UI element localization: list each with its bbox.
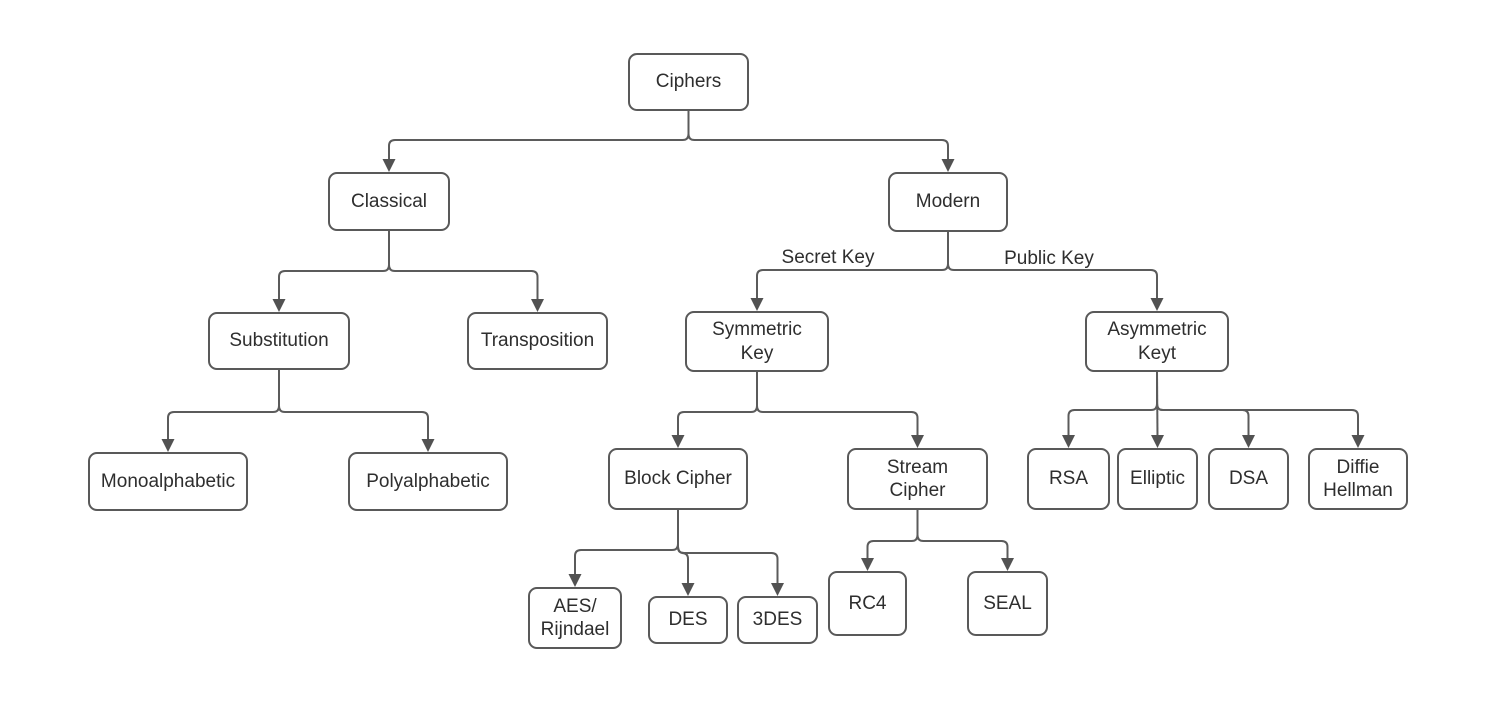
node-block-cipher: Block Cipher [608, 448, 748, 510]
edge-connector-ciphers-to-modern [687, 111, 949, 161]
node-aes-rijndael: AES/ Rijndael [528, 587, 622, 649]
node-des: DES [648, 596, 728, 644]
node-diffie-hellman: Diffie Hellman [1308, 448, 1408, 510]
arrowhead-icon-des [681, 583, 695, 596]
arrowhead-icon-substitution [272, 299, 286, 312]
arrowhead-icon-seal [1001, 558, 1014, 571]
node-3des: 3DES [737, 596, 818, 644]
arrowhead-icon-symmetric-key [750, 298, 764, 311]
edge-connector-substitution-to-monoalphabetic [167, 370, 280, 441]
edge-connector-block-cipher-to-3des [677, 510, 779, 585]
edge-connector-stream-cipher-to-rc4 [866, 510, 919, 560]
arrowhead-icon-rsa [1062, 435, 1075, 448]
node-modern: Modern [888, 172, 1008, 232]
edge-connector-asymmetric-keyt-to-rsa [1067, 372, 1158, 437]
arrowhead-icon-aes-rijndael [568, 574, 582, 587]
node-symmetric-key: Symmetric Key [685, 311, 829, 372]
edge-connector-classical-to-transposition [388, 231, 539, 301]
arrowhead-icon-block-cipher [671, 435, 685, 448]
node-stream-cipher: Stream Cipher [847, 448, 988, 510]
node-asymmetric-keyt: Asymmetric Keyt [1085, 311, 1229, 372]
edge-connector-substitution-to-polyalphabetic [278, 370, 429, 441]
edge-connector-block-cipher-to-des [677, 510, 689, 585]
edge-label-asymmetric-keyt: Public Key [1004, 248, 1094, 269]
edge-connector-asymmetric-keyt-to-dsa [1156, 372, 1250, 437]
arrowhead-icon-3des [771, 583, 784, 596]
edge-connector-block-cipher-to-aes-rijndael [574, 510, 679, 576]
edge-connector-modern-to-asymmetric-keyt [947, 232, 1158, 300]
arrowhead-icon-classical [382, 159, 396, 172]
edge-connector-symmetric-key-to-stream-cipher [756, 372, 919, 437]
node-rsa: RSA [1027, 448, 1110, 510]
arrowhead-icon-polyalphabetic [421, 439, 435, 452]
arrowhead-icon-elliptic [1151, 435, 1164, 448]
node-ciphers: Ciphers [628, 53, 749, 111]
node-elliptic: Elliptic [1117, 448, 1198, 510]
arrowhead-icon-modern [941, 159, 955, 172]
arrowhead-icon-asymmetric-keyt [1150, 298, 1164, 311]
node-rc4: RC4 [828, 571, 907, 636]
edge-connector-asymmetric-keyt-to-diffie-hellman [1156, 372, 1359, 437]
arrowhead-icon-stream-cipher [911, 435, 924, 448]
edge-connector-symmetric-key-to-block-cipher [677, 372, 758, 437]
node-substitution: Substitution [208, 312, 350, 370]
arrowhead-icon-monoalphabetic [161, 439, 175, 452]
arrowhead-icon-dsa [1242, 435, 1255, 448]
arrowhead-icon-transposition [531, 299, 544, 312]
node-transposition: Transposition [467, 312, 608, 370]
node-seal: SEAL [967, 571, 1048, 636]
arrowhead-icon-diffie-hellman [1351, 435, 1365, 448]
node-classical: Classical [328, 172, 450, 231]
node-dsa: DSA [1208, 448, 1289, 510]
edge-connector-ciphers-to-classical [388, 111, 690, 161]
edge-connector-stream-cipher-to-seal [916, 510, 1009, 560]
arrowhead-icon-rc4 [861, 558, 874, 571]
node-monoalphabetic: Monoalphabetic [88, 452, 248, 511]
edge-connector-classical-to-substitution [278, 231, 390, 301]
edge-label-symmetric-key: Secret Key [781, 247, 875, 268]
node-polyalphabetic: Polyalphabetic [348, 452, 508, 511]
